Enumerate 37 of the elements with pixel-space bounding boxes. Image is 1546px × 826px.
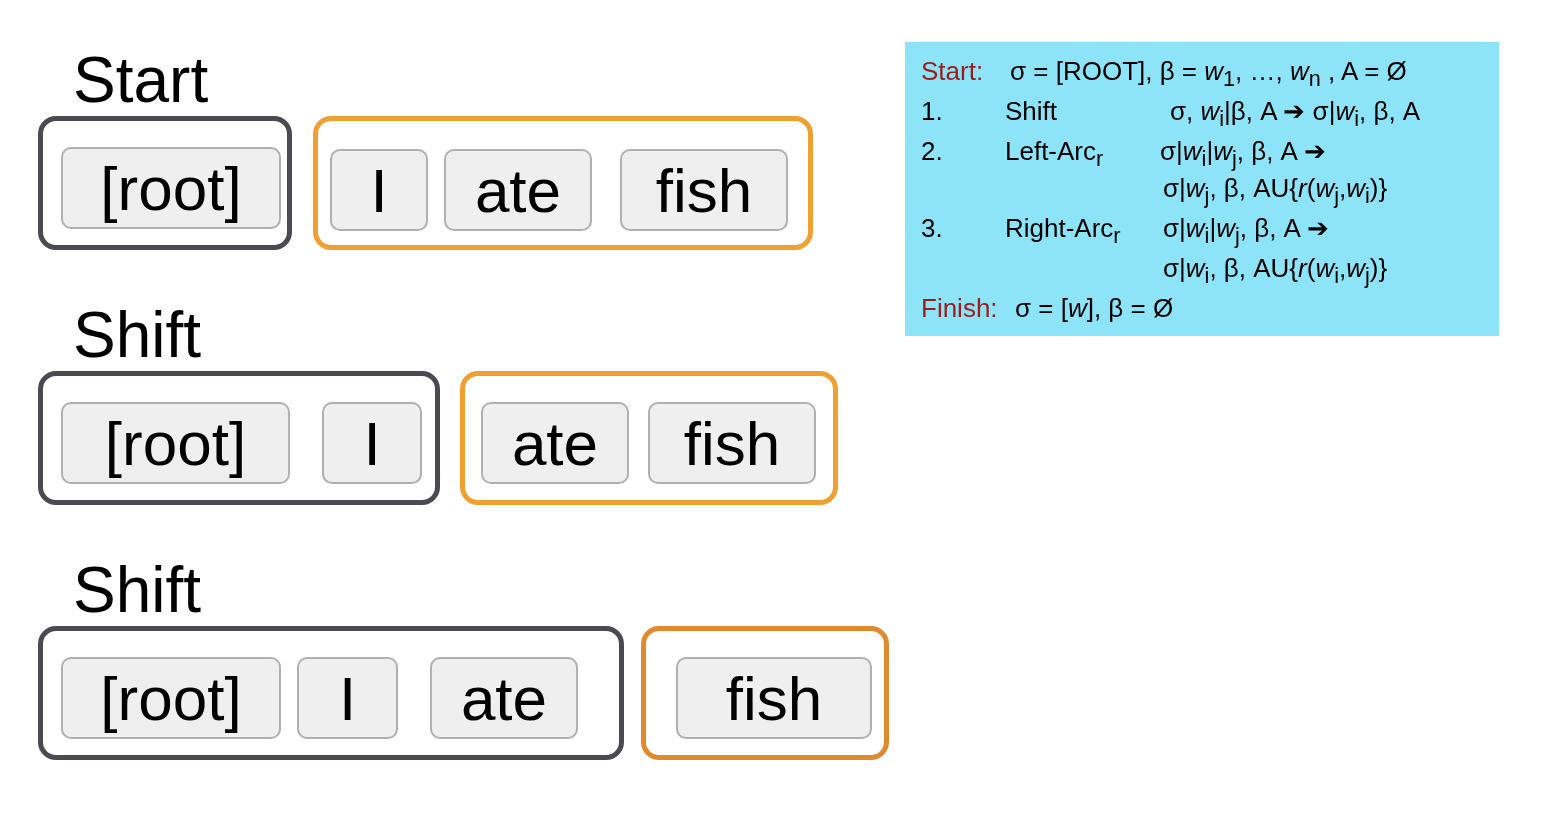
word-tile: ate <box>444 149 592 231</box>
word-tile: I <box>330 149 428 231</box>
state-label: Finish: <box>921 292 998 324</box>
rule-text: 1. <box>921 95 943 127</box>
buffer-frame <box>641 626 889 760</box>
word-tile: I <box>322 402 422 484</box>
stack-frame <box>38 371 440 505</box>
rule-text: σ|w$_{j}$, β, AU{r(w$_{j}$,w$_{i}$)} <box>1163 172 1388 211</box>
word-tile: I <box>297 657 398 739</box>
rule-panel <box>905 42 1499 336</box>
rule-text: σ = [w], β = Ø <box>1015 292 1174 324</box>
rule-text: σ|w$_{i}$|w$_{j}$, β, A ➔ <box>1163 212 1329 251</box>
word-tile: fish <box>620 149 788 231</box>
rule-text: σ = [ROOT], β = w$_{1}$, …, w$_{n}$ , A = Ø <box>1010 55 1407 94</box>
rule-text: 2. <box>921 135 943 167</box>
word-tile: ate <box>430 657 578 739</box>
word-tile: [root] <box>61 147 281 229</box>
rule-text: 3. <box>921 212 943 244</box>
word-tile: [root] <box>61 657 281 739</box>
state-label: Start: <box>921 55 984 87</box>
rule-text: Left-Arc$_{r}$ <box>1005 135 1104 174</box>
rule-text: σ|w$_{i}$|w$_{j}$, β, A ➔ <box>1160 135 1326 174</box>
word-tile: fish <box>648 402 816 484</box>
step-heading: Shift <box>73 555 202 625</box>
step-heading: Shift <box>73 300 202 370</box>
stack-frame <box>38 116 292 250</box>
rule-text: Right-Arc$_{r}$ <box>1005 212 1121 251</box>
buffer-frame <box>313 116 813 250</box>
word-tile: [root] <box>61 402 290 484</box>
word-tile: fish <box>676 657 872 739</box>
buffer-frame <box>460 371 838 505</box>
step-heading: Start <box>73 45 209 115</box>
stack-frame <box>38 626 624 760</box>
word-tile: ate <box>481 402 629 484</box>
rule-text: σ|w$_{i}$, β, AU{r(w$_{i}$,w$_{j}$)} <box>1163 252 1388 291</box>
rule-text: Shift <box>1005 95 1058 127</box>
rule-text: σ, w$_{i}$|β, A ➔ σ|w$_{i}$, β, A <box>1170 95 1421 134</box>
